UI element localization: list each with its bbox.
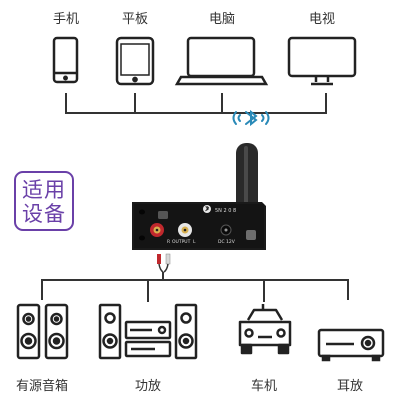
output-label: OUTPUT <box>172 239 191 245</box>
amplifier-icon <box>98 303 198 360</box>
source-connector-lines <box>65 93 327 119</box>
source-label-tv: 电视 <box>308 12 336 27</box>
applicable-devices-badge: 适用 设备 <box>14 171 74 231</box>
output-connector-lines <box>41 272 349 302</box>
dc-label: DC 12V <box>218 239 236 245</box>
tablet-icon <box>115 36 155 86</box>
l-channel-label: L <box>193 239 196 245</box>
output-label-powered-speakers: 有源音箱 <box>15 379 69 394</box>
car-icon <box>238 304 292 355</box>
source-label-tablet: 平板 <box>121 12 149 27</box>
bluetooth-receiver-body <box>132 202 266 250</box>
source-label-computer: 电脑 <box>208 12 236 27</box>
headphone-amp-icon <box>317 328 385 362</box>
rca-cable-icon <box>157 253 171 273</box>
badge-line-1: 适用 <box>22 178 66 202</box>
bluetooth-icon <box>232 109 270 127</box>
smartphone-icon <box>52 36 79 84</box>
output-label-car: 车机 <box>250 379 278 394</box>
source-label-phone: 手机 <box>52 12 80 27</box>
laptop-icon <box>174 36 269 86</box>
badge-line-2: 设备 <box>22 202 66 226</box>
r-channel-label: R <box>167 239 170 245</box>
output-label-headphone-amp: 耳放 <box>336 379 364 394</box>
tv-icon <box>287 36 357 86</box>
version-text: 5N 2 0 8 <box>215 208 236 214</box>
powered-speakers-icon <box>16 303 69 360</box>
output-label-amplifier: 功放 <box>134 379 162 394</box>
